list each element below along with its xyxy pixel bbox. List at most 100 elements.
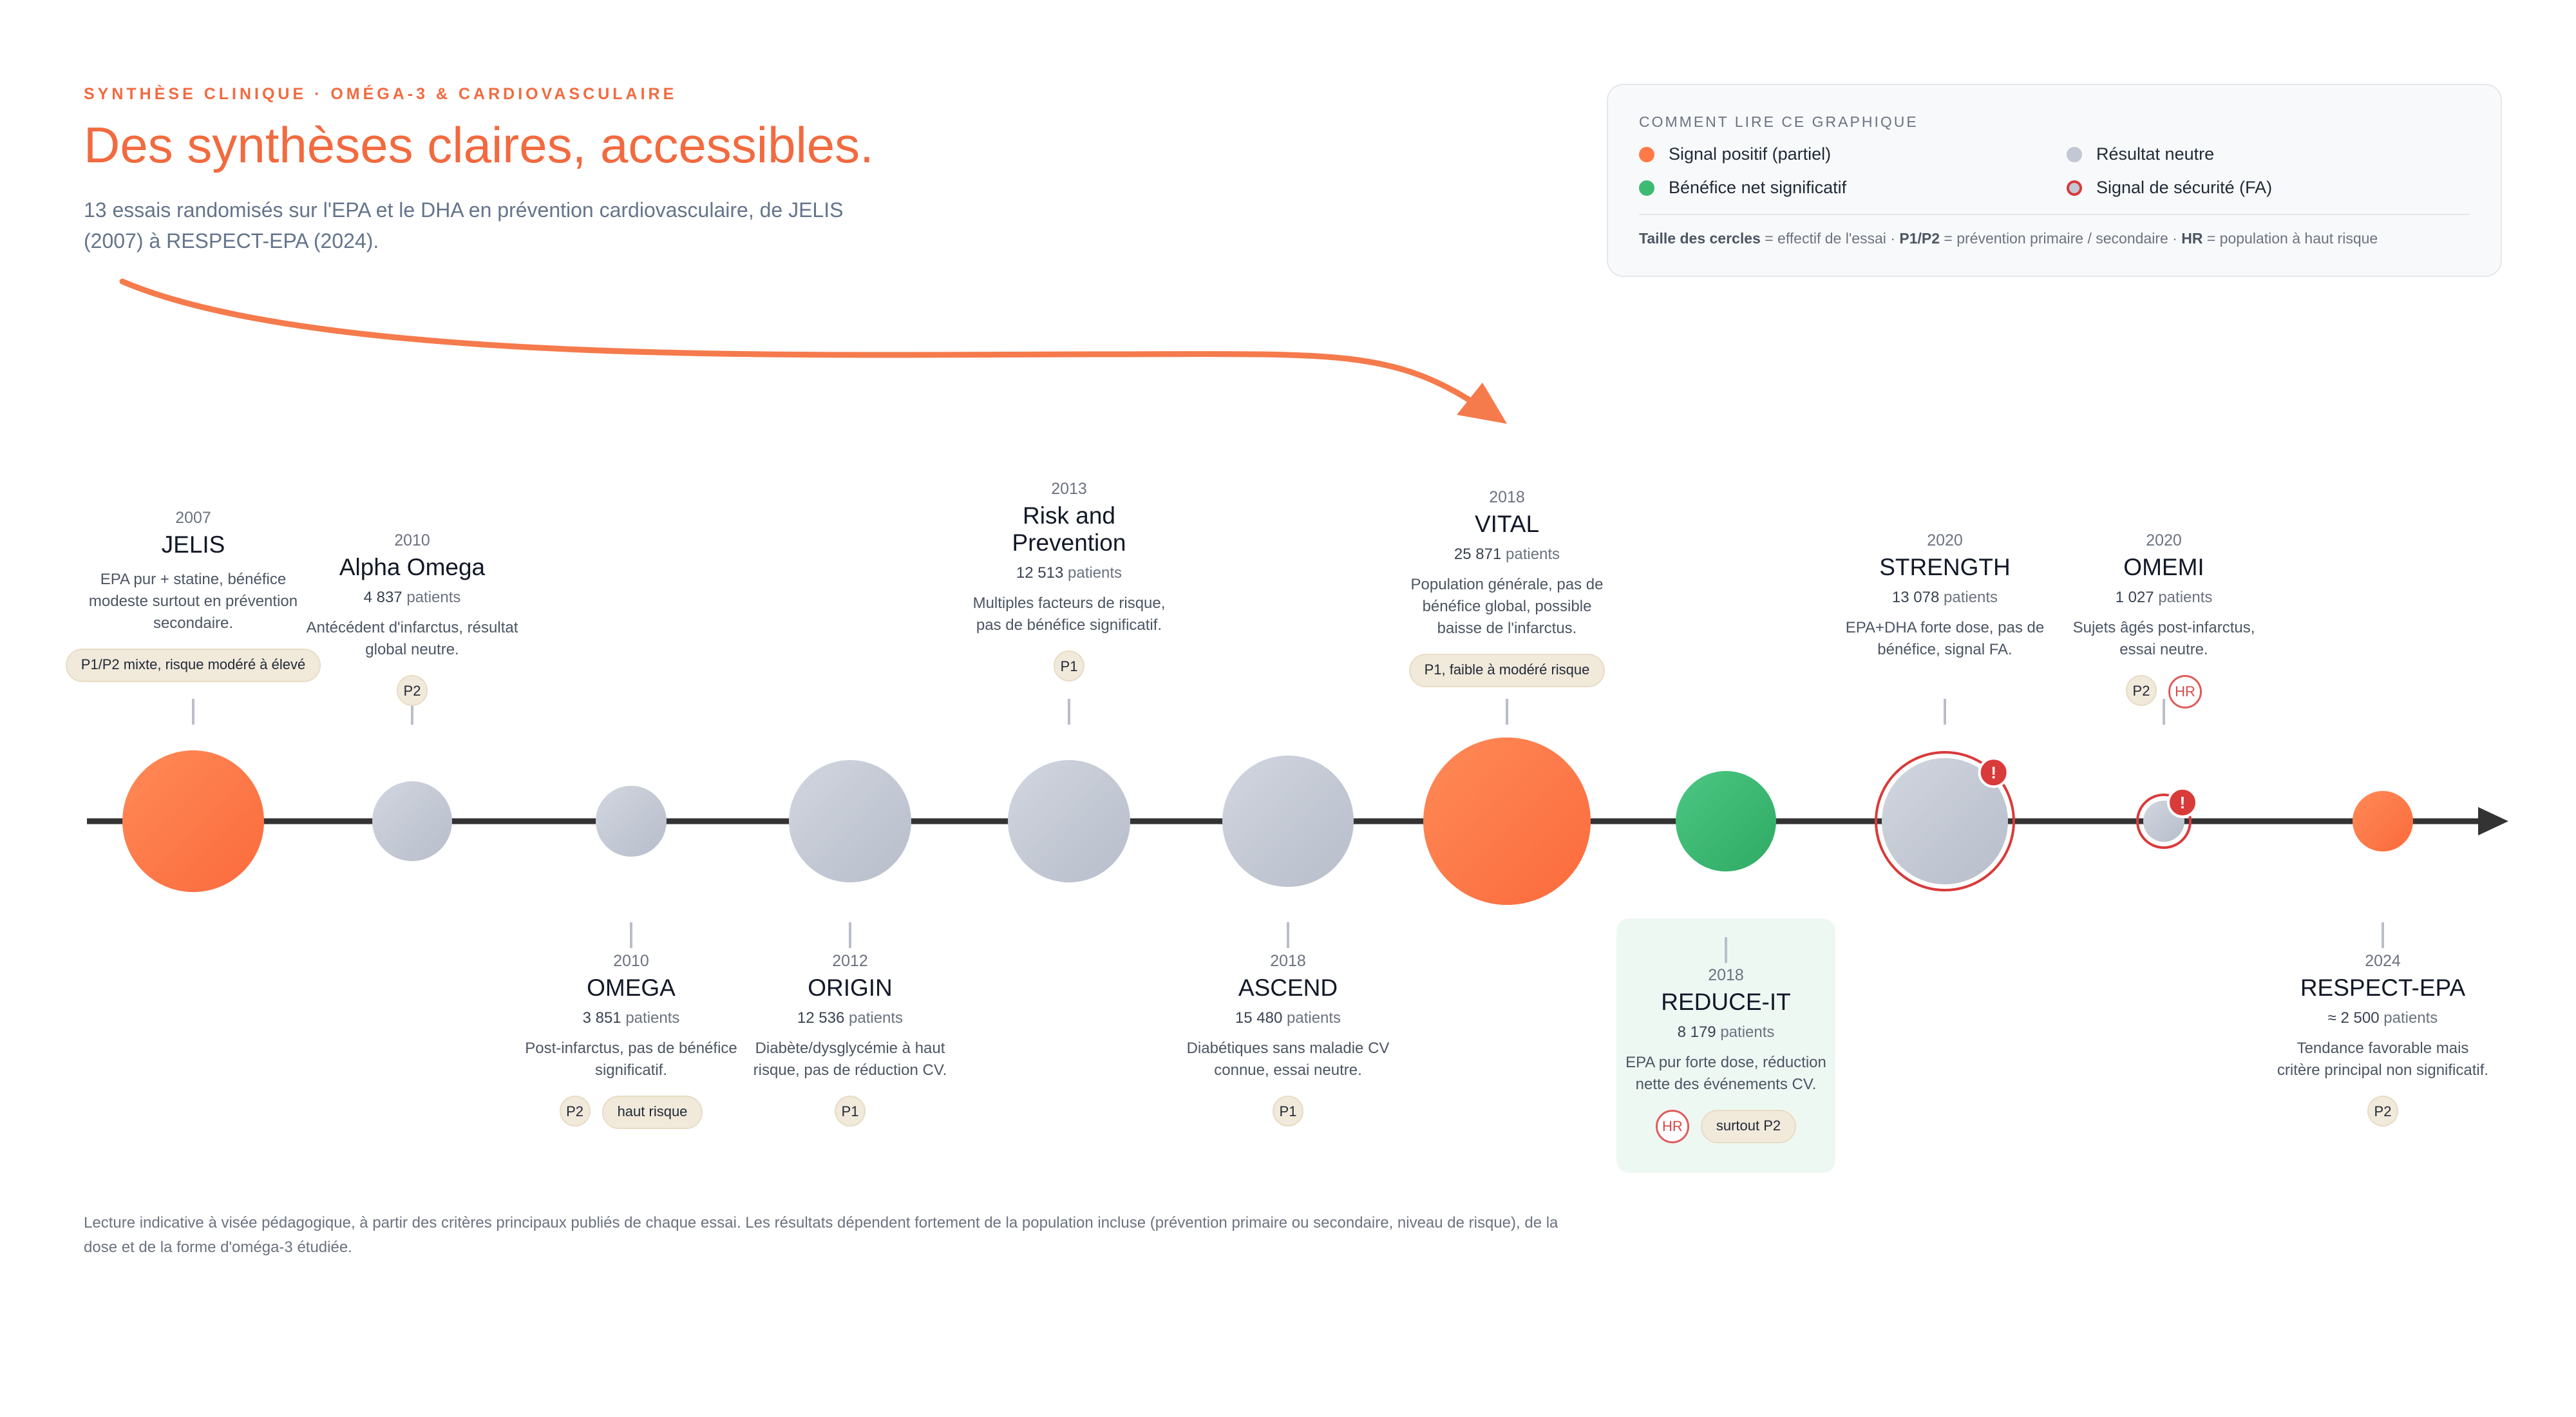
trial-tags: P1, faible à modéré risque [1378,654,1636,687]
trial-tags: P1 [721,1096,979,1127]
trial-tags: P1 [940,651,1198,681]
red-ring-dot-icon [2067,180,2082,196]
patient-label: patients [2158,589,2213,606]
trial-description: Post-infarctus, pas de bénéfice signific… [525,1040,737,1079]
hr-badge: HR [1655,1110,1689,1143]
trial-patients: 13 078 patients [1816,589,2074,607]
trial-year: 2024 [2365,952,2401,970]
patient-label: patients [1944,589,1998,606]
tag-pill: P1 [1273,1096,1303,1127]
trial-name: OMEGA [587,975,676,1001]
progress-curve-arrow [119,278,1472,403]
tag-pill: P2 [2367,1096,2398,1127]
trial-name: JELIS [161,531,225,558]
trial-tags: P2 [283,675,541,706]
trial-patients: 25 871 patients [1378,546,1636,564]
trial-patients: 8 179 patients [1597,1023,1855,1041]
trial-patients: 1 027 patients [2035,589,2293,607]
tag-pill: P1 [835,1096,866,1127]
trial-year: 2018 [1708,966,1744,984]
trial-tags: HR surtout P2 [1597,1110,1855,1143]
patient-label: patients [406,589,461,606]
tag-pill: P1 [1054,651,1084,681]
tag-pill: haut risque [601,1096,703,1129]
trial-circle-omega [596,786,667,857]
legend-divider [1639,214,2470,215]
footnote: Lecture indicative à visée pédagogique, … [84,1214,1558,1256]
legend-note-text-prevention: = prévention primaire / secondaire · [1940,230,2182,247]
hr-badge: HR [2168,675,2202,708]
legend-item-positive: Signal positif (partiel) [1639,144,1831,164]
legend-note: Taille des cercles = effectif de l'essai… [1639,230,2378,247]
grey-dot-icon [2067,146,2082,162]
patient-count: 12 536 [797,1009,845,1027]
legend-box: COMMENT LIRE CE GRAPHIQUE Signal positif… [1607,84,2502,277]
trial-patients: 4 837 patients [283,589,541,607]
alert-badge-icon [2166,787,2198,819]
tag-pill: surtout P2 [1700,1110,1797,1143]
trial-patients: 12 536 patients [721,1009,979,1027]
patient-label: patients [849,1009,904,1027]
legend-label-positive: Signal positif (partiel) [1669,144,1832,164]
trial-name: ORIGIN [808,975,893,1001]
patient-label: patients [1506,546,1560,563]
kicker: SYNTHÈSE CLINIQUE · OMÉGA-3 & CARDIOVASC… [84,85,677,103]
progress-arrow-head-icon [1457,383,1507,424]
trial-name: RESPECT-EPA [2300,975,2466,1001]
tag-pill: P1, faible à modéré risque [1408,654,1605,687]
trial-tags: P1 [1159,1096,1417,1127]
trial-year: 2010 [394,531,430,549]
trial-circle-jelis [122,750,264,892]
trial-year: 2020 [2146,531,2182,549]
trial-tags: P2 [2254,1096,2512,1127]
legend-item-safety: Signal de sécurité (FA) [2067,178,2272,198]
green-dot-icon [1639,180,1654,196]
trial-circle-respect-epa [2353,791,2413,851]
alert-mark: ! [1991,763,1996,782]
patient-label: patients [1068,564,1122,582]
legend-label-safety: Signal de sécurité (FA) [2096,178,2273,197]
trial-circle-risk-and-prevention [1008,760,1130,882]
patient-count: 1 027 [2115,589,2154,606]
trial-year: 2018 [1489,488,1525,506]
safety-ring-omemi [2136,794,2192,849]
trial-circles: !! [122,737,2413,905]
trial-tags: P2 haut risque [502,1096,760,1129]
trial-name: Risk and Prevention [1012,502,1126,556]
patient-count: 15 480 [1235,1009,1283,1027]
trial-name: VITAL [1474,511,1540,537]
page-title: Des synthèses claires, accessibles. [84,117,874,173]
patient-label: patients [1287,1009,1341,1027]
patient-count: 3 851 [582,1009,621,1027]
trial-name: ASCEND [1238,975,1338,1001]
legend-item-net-benefit: Bénéfice net significatif [1639,178,1846,198]
trial-year: 2020 [1927,531,1963,549]
legend-label-net-benefit: Bénéfice net significatif [1669,178,1847,197]
tag-pill: P2 [559,1096,591,1127]
trial-name: Alpha Omega [339,554,486,580]
trial-description: Population générale, pas de bénéfice glo… [1410,576,1604,637]
patient-label: patients [2383,1009,2438,1027]
trial-year: 2010 [613,952,649,970]
patient-label: patients [625,1009,680,1027]
legend-item-neutral: Résultat neutre [2067,144,2214,164]
tag-pill: P1/P2 mixte, risque modéré à élevé [65,649,321,682]
trial-description: Sujets âgés post-infarctus, essai neutre… [2072,619,2255,658]
trial-circle-origin [789,760,911,882]
page-subtitle: 13 essais randomisés sur l'EPA et le DHA… [84,198,844,252]
trial-patients: 3 851 patients [502,1009,760,1027]
patient-count: ≈ 2 500 [2327,1009,2380,1027]
alert-badge-icon [1978,757,2009,788]
trial-year: 2013 [1051,480,1087,498]
